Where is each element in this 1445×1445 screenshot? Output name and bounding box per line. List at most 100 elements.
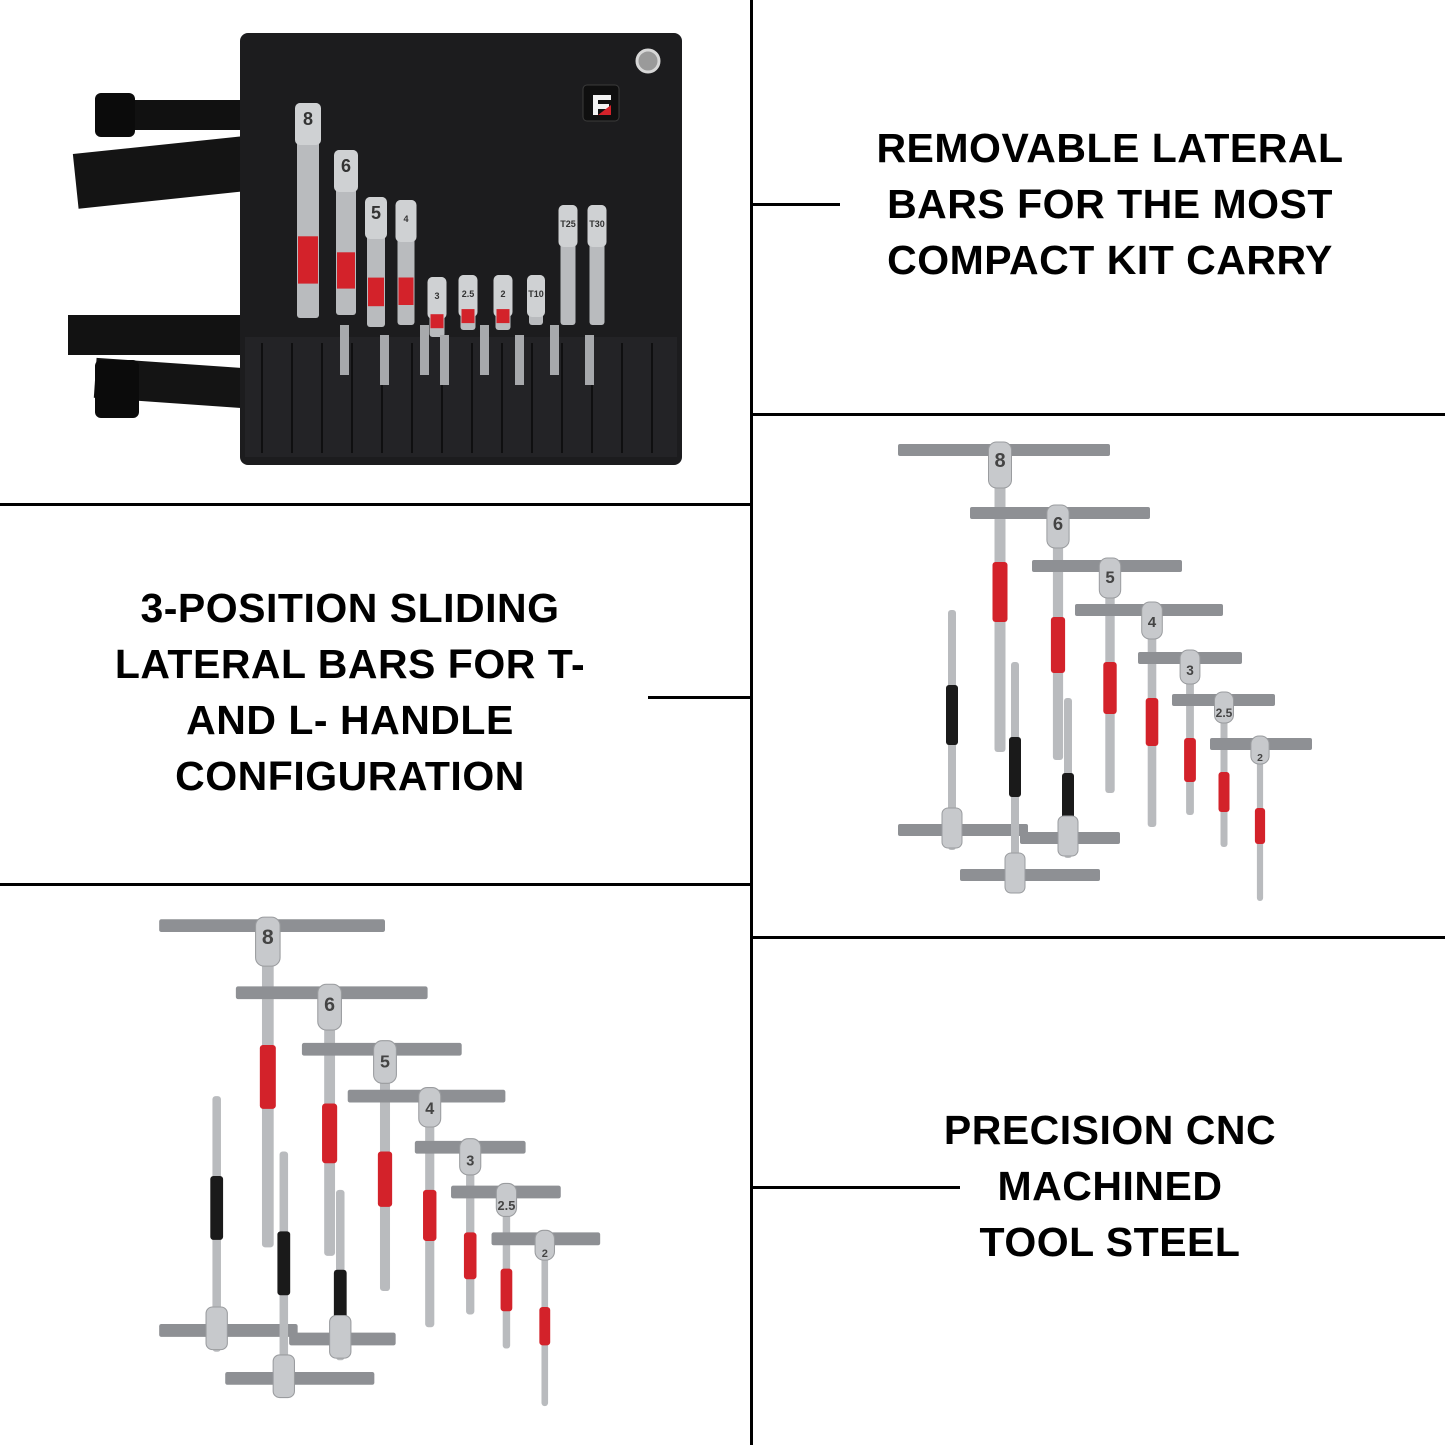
roll-bit	[420, 325, 429, 375]
roll-tool-grip	[496, 309, 510, 324]
roll-tool: T25	[558, 205, 578, 325]
roll-tool-head	[493, 275, 513, 317]
pointer-line-bottom	[753, 1186, 960, 1189]
roll-tool-head	[395, 200, 417, 242]
tool-size-label: 2	[542, 1248, 548, 1260]
roll-pocket-row	[245, 337, 677, 457]
roll-tool-grip	[368, 277, 384, 307]
hex-t-handle-tool: 2	[491, 1229, 601, 1407]
tool-head	[317, 983, 342, 1031]
lateral-bar	[159, 1324, 298, 1337]
roll-tool-label: 5	[371, 203, 381, 223]
red-grip	[322, 1103, 338, 1164]
roll-tool-label: 2	[500, 289, 505, 299]
hex-t-handle-tool: 2	[1210, 735, 1312, 901]
lateral-bar	[960, 869, 1100, 881]
hex-t-handle-tool: 2.5	[451, 1182, 561, 1349]
roll-bit	[440, 335, 449, 385]
tool-roll-svg: 865 4 3 2.5 2 T10 T25 T30	[68, 33, 682, 465]
torx-l-handle-tool	[289, 1189, 396, 1361]
tool-head	[272, 1354, 295, 1399]
tool-size-label: 6	[1053, 513, 1063, 534]
tool-head	[495, 1182, 518, 1217]
grommet	[635, 48, 661, 74]
roll-tool-label: 3	[434, 291, 439, 301]
red-grip	[259, 1044, 276, 1109]
red-grip	[463, 1232, 477, 1280]
red-grip	[1145, 698, 1159, 746]
tool-head	[255, 916, 281, 967]
strap-bottom	[68, 315, 258, 355]
tool-head	[534, 1229, 556, 1261]
roll-tool-head	[527, 275, 545, 317]
roll-tool-label: T30	[589, 219, 605, 229]
red-grip	[1103, 662, 1117, 714]
pointer-line-top	[753, 203, 840, 206]
roll-tools: 865 4 3 2.5 2 T10 T25 T30	[295, 103, 607, 385]
roll-tool-head	[587, 205, 607, 247]
strap-buckle-top	[95, 93, 135, 137]
torx-l-handle-tool	[159, 1096, 298, 1352]
roll-tool-grip	[430, 314, 444, 329]
roll-tool: 6	[334, 150, 358, 315]
roll-tool: 8	[295, 103, 321, 318]
torx-l-handle-tool	[960, 662, 1100, 894]
torx-l-handle-tool	[1020, 698, 1120, 858]
black-grip	[277, 1231, 291, 1296]
hex-t-handle-tool: 3	[414, 1138, 526, 1315]
divider-right-1	[751, 413, 1445, 416]
tool-size-label: 2.5	[1216, 706, 1233, 720]
vertical-divider	[750, 0, 753, 1445]
torx-l-handle-tool	[225, 1151, 375, 1399]
tool-head	[1141, 601, 1163, 640]
roll-tool-head	[558, 205, 578, 247]
strap-buckle-bottom	[95, 360, 139, 418]
roll-bit	[585, 335, 594, 385]
tool-head	[1179, 649, 1201, 685]
hex-t-handle-tool: 8	[898, 441, 1110, 752]
tool-head	[1057, 815, 1079, 857]
roll-bit	[550, 325, 559, 375]
caption-precision-cnc: PRECISION CNC MACHINED TOOL STEEL	[943, 1107, 1277, 1265]
roll-tool-head	[365, 197, 387, 239]
tool-head	[941, 807, 963, 849]
hex-t-handle-tool: 3	[1138, 649, 1242, 815]
hex-t-handle-tool: 2.5	[1172, 691, 1275, 847]
roll-tool-grip	[398, 277, 414, 305]
roll-tool-head	[334, 150, 358, 192]
pointer-line-middle	[648, 696, 751, 699]
tool-size-label: 6	[324, 994, 335, 1016]
red-grip	[1184, 738, 1196, 782]
tool-size-label: 5	[380, 1051, 390, 1071]
roll-tool: 2.5	[458, 275, 478, 330]
tool-head	[205, 1306, 228, 1351]
divider-left-1	[0, 503, 751, 506]
lateral-bar	[225, 1371, 375, 1385]
torx-l-handle-tool	[898, 610, 1028, 850]
roll-tool-head	[427, 277, 447, 319]
divider-left-2	[0, 883, 751, 886]
roll-tool-label: 4	[403, 214, 408, 224]
roll-bit	[380, 335, 389, 385]
tool-size-label: 3	[466, 1153, 474, 1169]
tool-head	[329, 1314, 352, 1359]
brand-logo-accent	[598, 105, 611, 115]
red-grip	[539, 1307, 551, 1346]
roll-tool-label: T25	[560, 219, 576, 229]
roll-tool: T10	[527, 275, 545, 325]
brand-logo-icon	[593, 95, 611, 115]
black-grip	[210, 1175, 224, 1240]
tool-head	[988, 441, 1012, 489]
red-grip	[1050, 617, 1066, 673]
roll-bit	[515, 335, 524, 385]
tool-size-label: 8	[262, 925, 274, 949]
brand-logo-patch	[582, 84, 620, 122]
tool-head	[1250, 735, 1270, 765]
tool-head	[459, 1138, 482, 1176]
red-grip	[423, 1189, 437, 1241]
